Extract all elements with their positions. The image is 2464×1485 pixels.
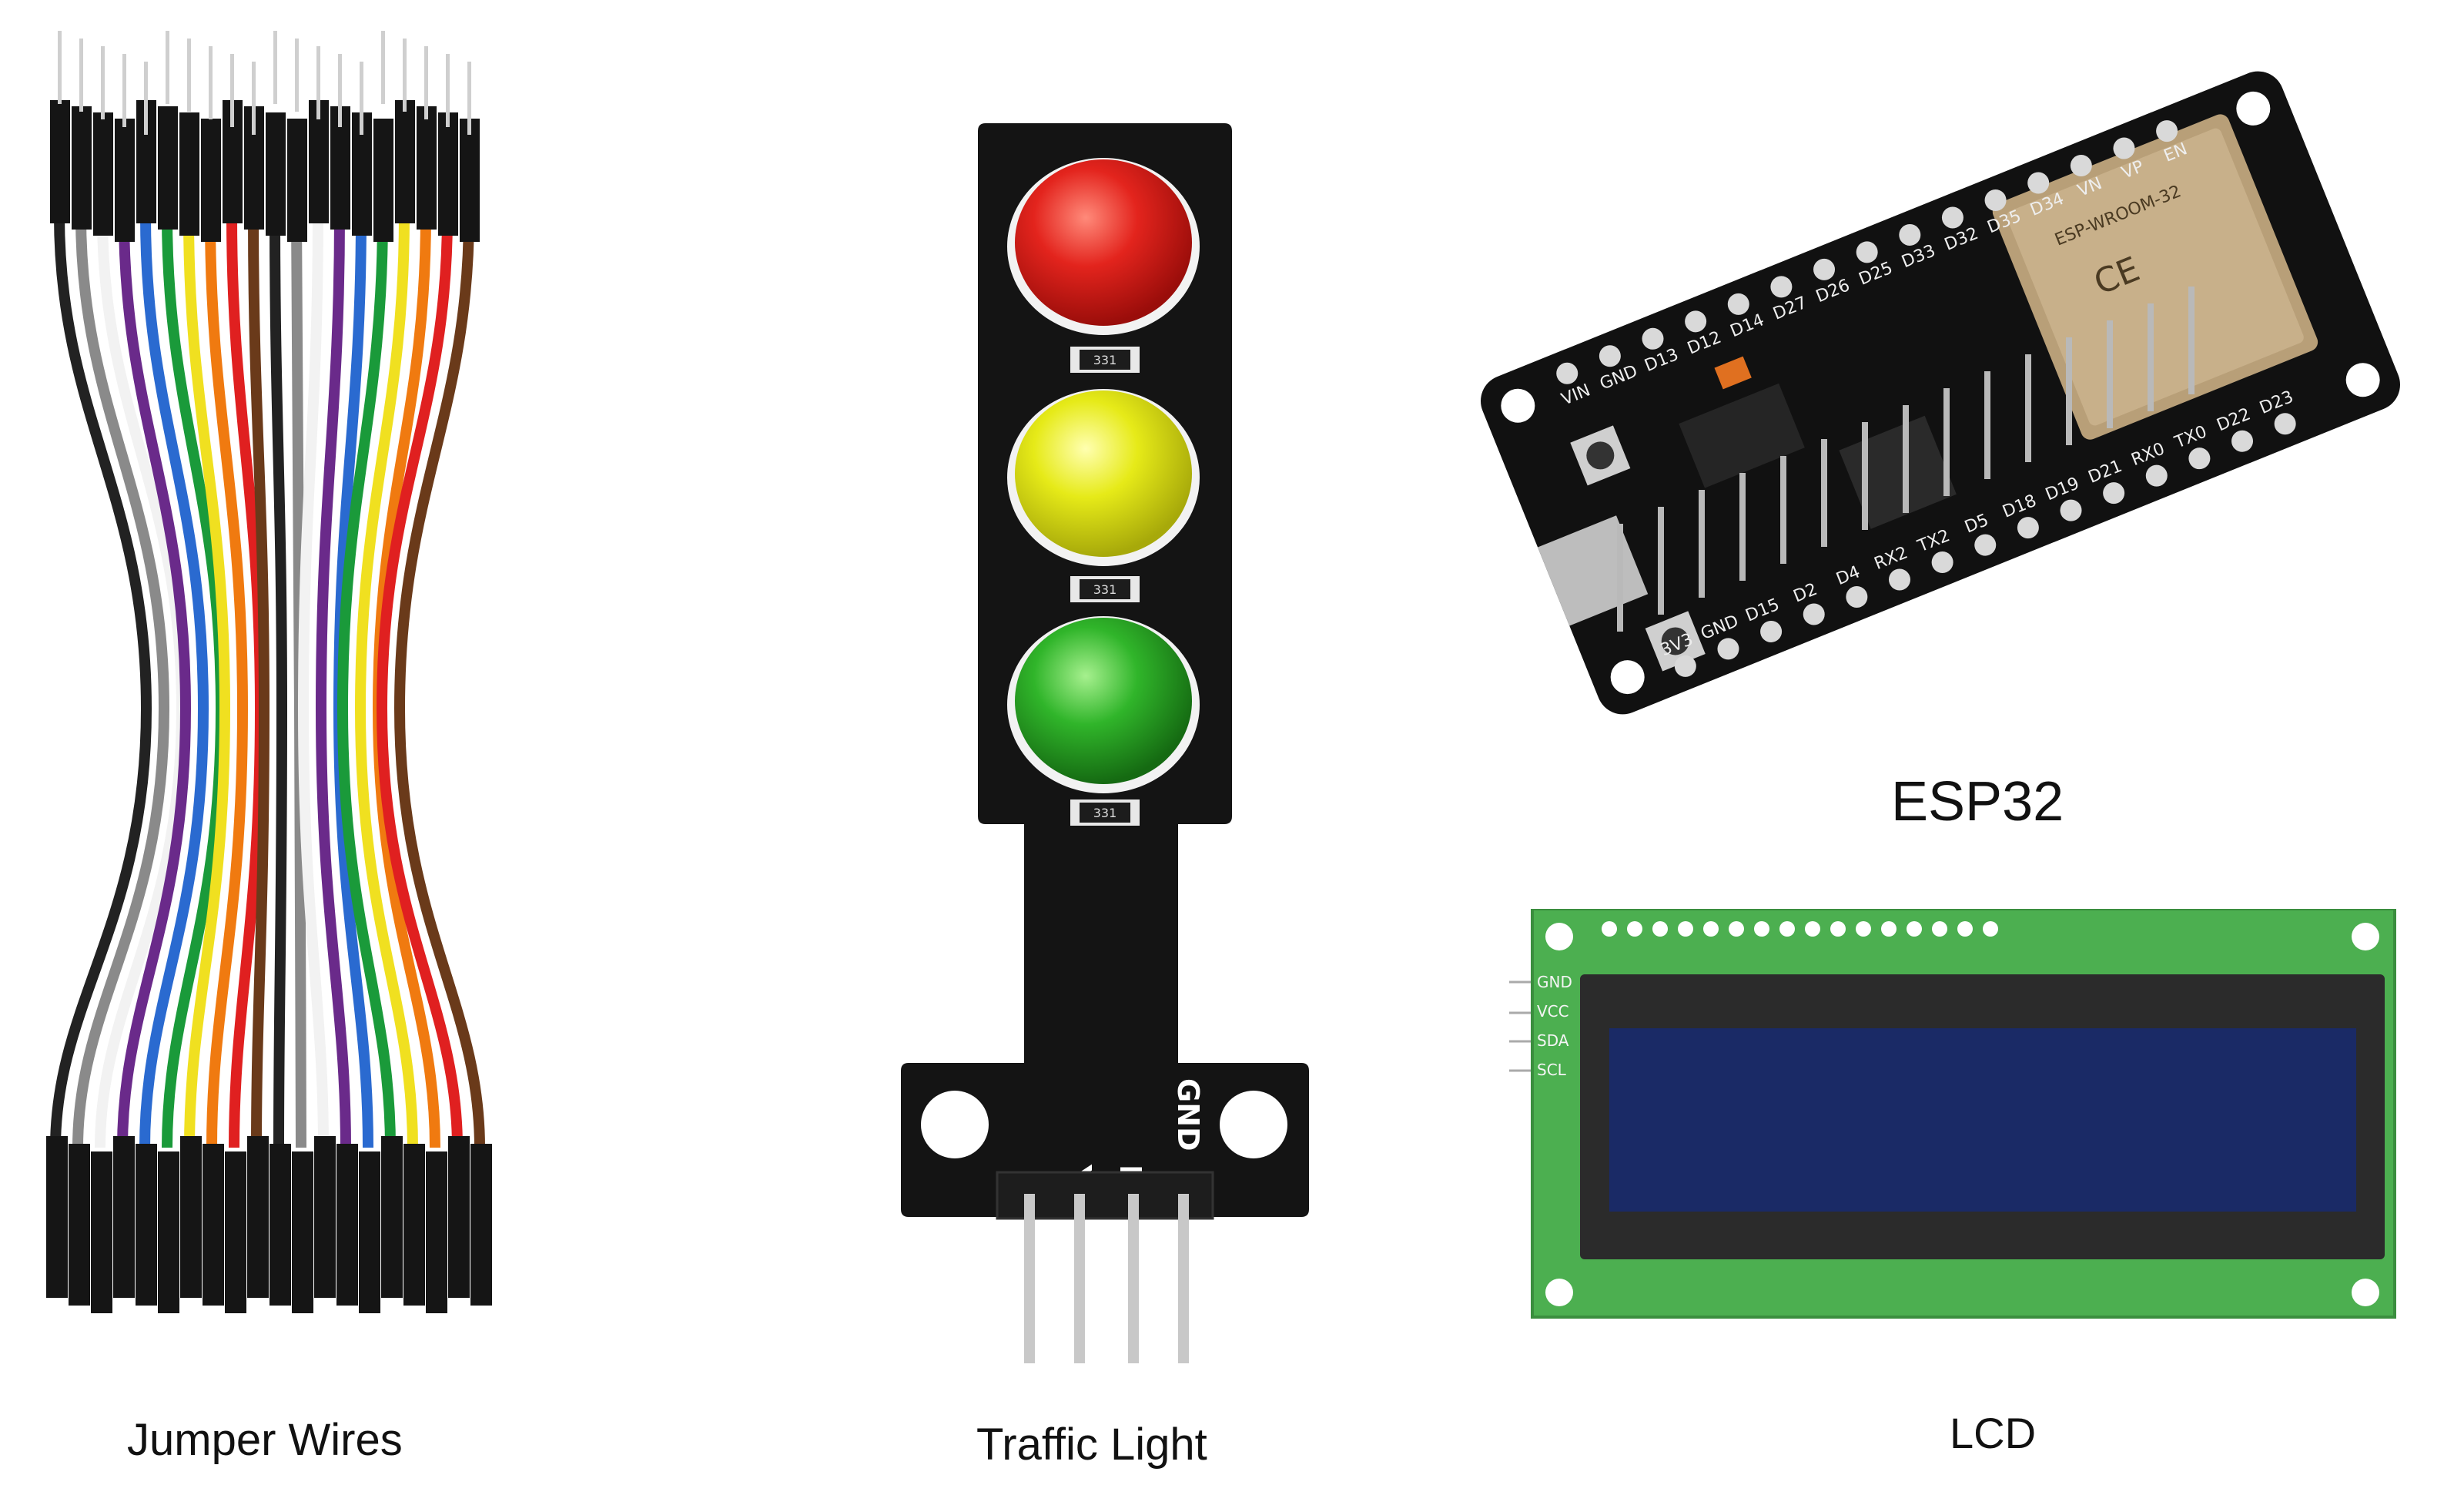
- lcd-pin-sda: SDA: [1537, 1031, 1569, 1050]
- lcd-display-image: GND VCC SDA SCL: [1509, 909, 2396, 1319]
- esp32-board-image: ESP-WROOM-32 CE VINGNDD13D12D14D27D26D25…: [1481, 71, 2400, 715]
- lcd-pin-vcc: VCC: [1537, 1002, 1569, 1021]
- jumper-wires-image: [46, 31, 492, 1313]
- red-led: [1007, 158, 1200, 335]
- jumper-wire: [50, 215, 152, 1148]
- header-pins: [1024, 1194, 1189, 1363]
- yellow-led: [1007, 389, 1200, 566]
- jumper-wire: [336, 215, 396, 1148]
- jumper-wire: [315, 215, 351, 1148]
- resistor-2: 331: [1070, 576, 1140, 602]
- jumper-wire: [205, 215, 249, 1148]
- jumper-wire: [376, 215, 463, 1148]
- jumper-wire: [354, 215, 418, 1148]
- caption-jumper-wires: Jumper Wires: [127, 1415, 403, 1465]
- green-led: [1007, 616, 1200, 793]
- jumper-wire: [117, 215, 192, 1148]
- caption-traffic-light: Traffic Light: [976, 1420, 1207, 1470]
- jumper-wire: [183, 215, 231, 1148]
- svg-text:331: 331: [1093, 582, 1117, 597]
- traffic-light-module-image: 331 331 331 G Y R GND: [901, 123, 1309, 1363]
- svg-text:331: 331: [1093, 806, 1117, 820]
- caption-lcd: LCD: [1950, 1409, 2037, 1457]
- lcd-pin-scl: SCL: [1537, 1061, 1567, 1079]
- pin-label-gnd: GND: [1171, 1078, 1205, 1151]
- jumper-wire: [297, 215, 329, 1148]
- jumper-wire: [248, 215, 270, 1148]
- jumper-wire: [270, 215, 288, 1148]
- resistor-3: 331: [1070, 799, 1140, 826]
- lcd-pin-lines: [1509, 981, 1532, 1072]
- lcd-screen: [1609, 1028, 2356, 1212]
- resistor-1: 331: [1070, 347, 1140, 373]
- jumper-wire: [72, 215, 170, 1148]
- caption-esp32: ESP32: [1891, 771, 2064, 833]
- jumper-wire: [393, 215, 485, 1148]
- svg-text:331: 331: [1093, 353, 1117, 367]
- lcd-pin-gnd: GND: [1537, 973, 1572, 991]
- jumper-wire: [139, 215, 209, 1148]
- esp32-pcb: [1481, 71, 2400, 715]
